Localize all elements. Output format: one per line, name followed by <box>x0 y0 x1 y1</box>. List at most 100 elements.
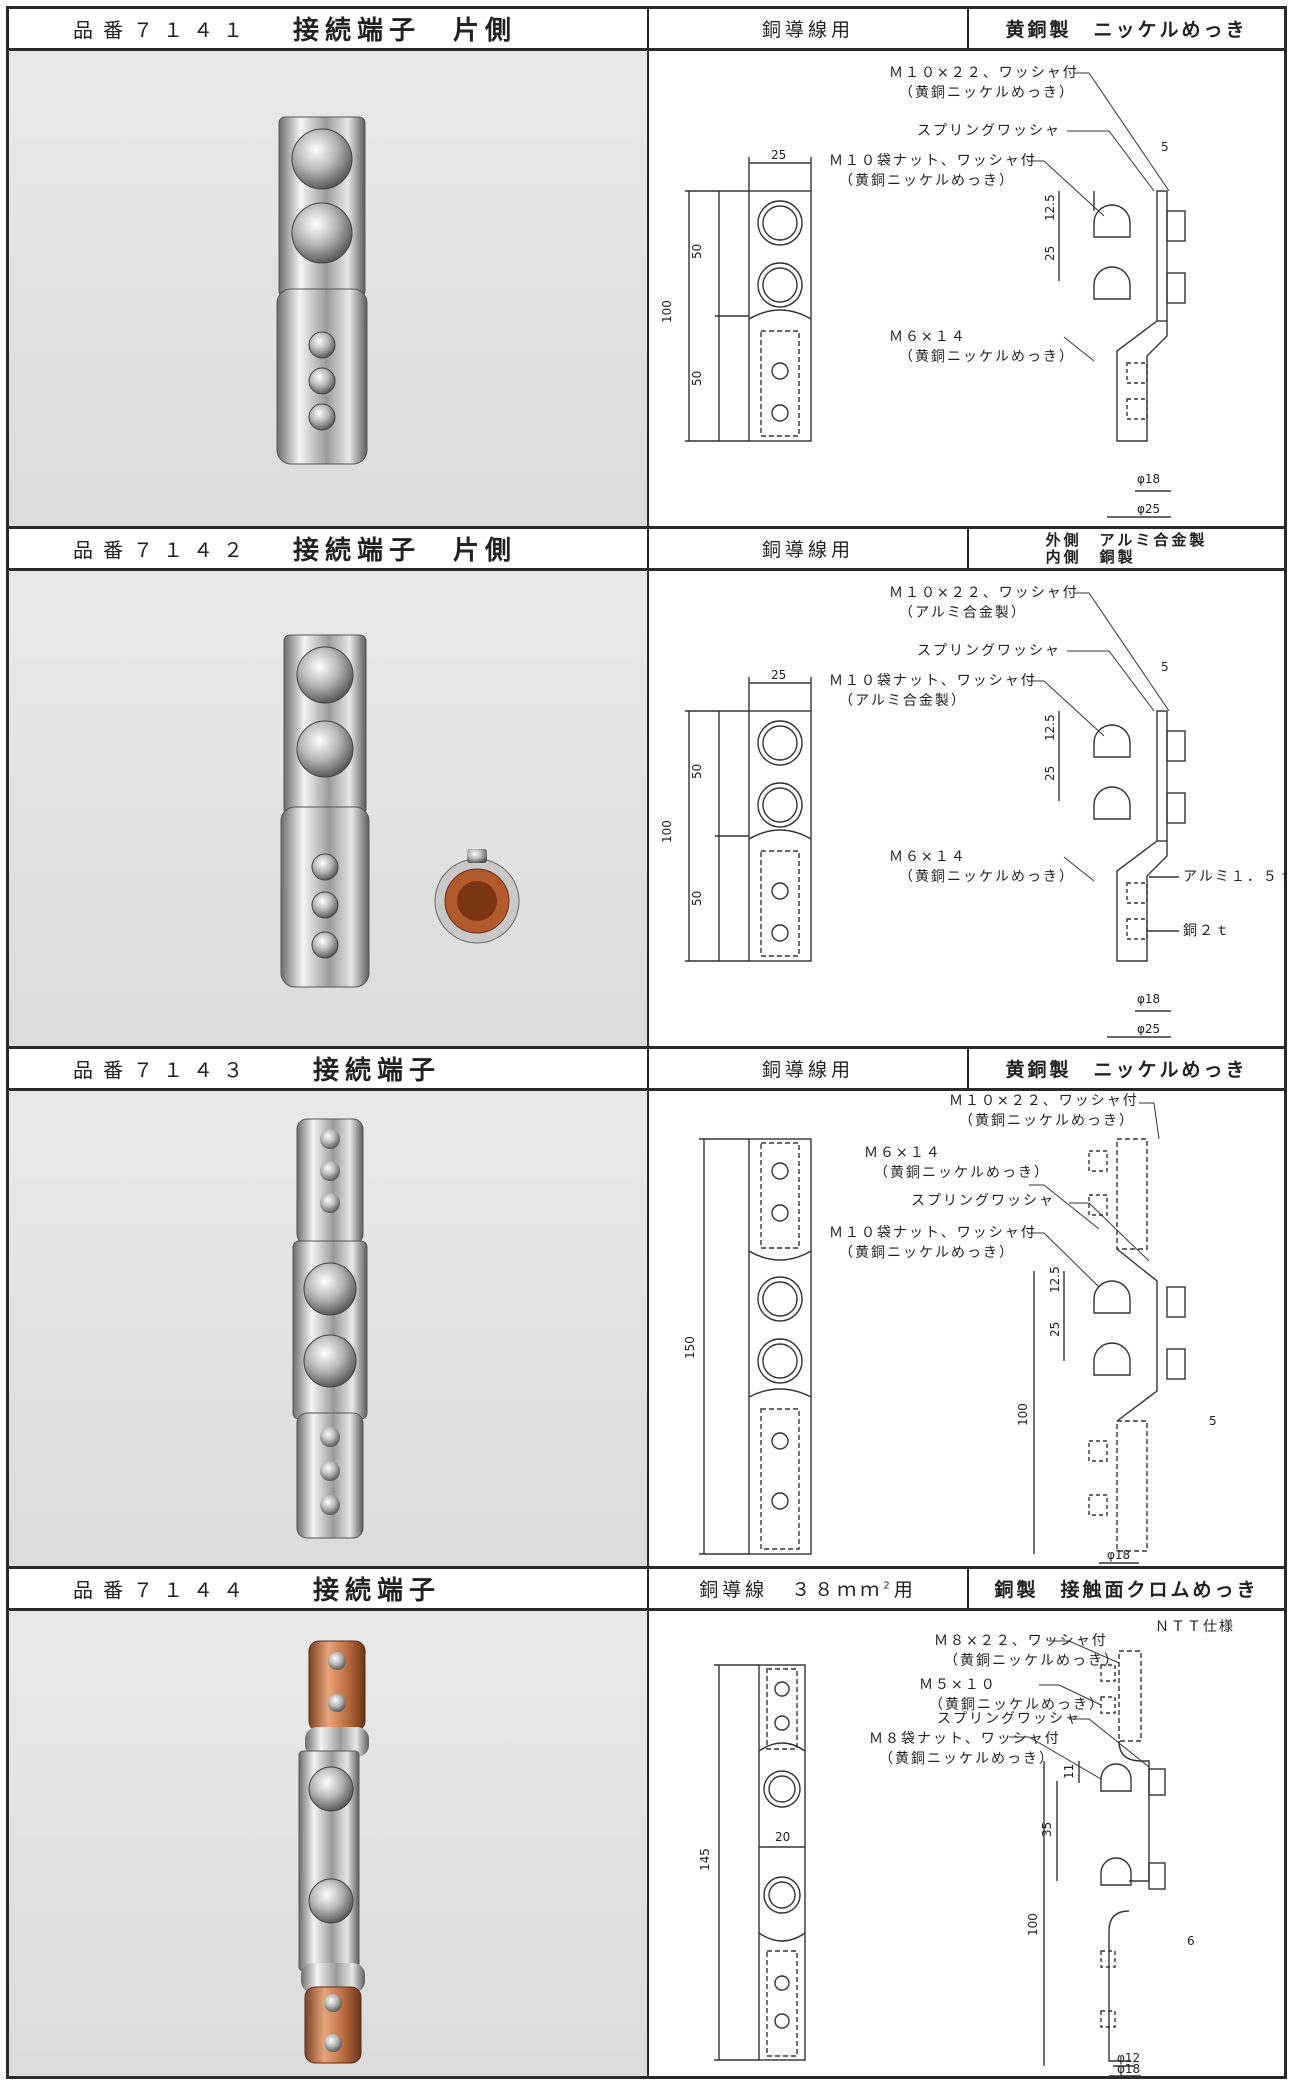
callout-screw-note: （黄銅ニッケルめっき） <box>899 348 1075 365</box>
dim-gap: 5 <box>1209 1414 1217 1428</box>
callout-nut-note: （アルミ合金製） <box>839 693 967 709</box>
dim-gap: 5 <box>1161 140 1169 154</box>
callout-bolt-note: （黄銅ニッケルめっき） <box>899 84 1075 101</box>
callout-copper: 銅２ｔ <box>1183 923 1231 939</box>
section-header: 品番７１４３ 接続端子 銅導線用 黄銅製 ニッケルめっき <box>9 1049 1284 1091</box>
technical-drawing-7141: 25 50 50 100 5 12.5 <box>649 51 1284 526</box>
dim-d1: φ12 <box>1117 2051 1140 2065</box>
part-number: 品番７１４２ <box>73 538 253 562</box>
dim-pitch1: 11 <box>1062 1764 1076 1779</box>
dim-total: 100 <box>660 820 674 843</box>
product-photo-7144 <box>9 1611 649 2076</box>
dim-d2: φ18 <box>1117 2062 1140 2076</box>
product-photo-7142 <box>9 571 649 1046</box>
dim-pitch2: 35 <box>1040 1822 1054 1837</box>
dim-total: 100 <box>660 300 674 323</box>
part-number: 品番７１４１ <box>73 18 253 42</box>
dim-h1: 50 <box>690 764 704 779</box>
callout-nut-note: （黄銅ニッケルめっき） <box>839 172 1015 189</box>
callout-nut-note: （黄銅ニッケルめっき） <box>879 1750 1055 1767</box>
callout-bolt-note: （黄銅ニッケルめっき） <box>959 1112 1135 1129</box>
callout-spring: スプリングワッシャ <box>917 643 1061 659</box>
dim-h2: 50 <box>690 891 704 906</box>
terminal-photo-illustration <box>280 634 520 988</box>
callout-bolt: Ｍ１０×２２、ワッシャ付 <box>889 585 1079 601</box>
callout-screw: Ｍ５×１０ <box>919 1677 997 1693</box>
technical-drawing-7144: 145 20 11 35 <box>649 1611 1284 2076</box>
callout-screw-note: （黄銅ニッケルめっき） <box>929 1696 1105 1713</box>
spec-sheet: 品番７１４１ 接続端子 片側 銅導線用 黄銅製 ニッケルめっき <box>6 6 1287 2079</box>
dim-inner: 100 <box>1026 1913 1040 1936</box>
part-number: 品番７１４４ <box>73 1578 253 1602</box>
section-header: 品番７１４１ 接続端子 片側 銅導線用 黄銅製 ニッケルめっき <box>9 9 1284 51</box>
dim-pitch2: 25 <box>1043 766 1057 781</box>
dim-pitch1: 12.5 <box>1043 194 1057 221</box>
material: 黄銅製 ニッケルめっき <box>1005 1059 1248 1081</box>
callout-screw: Ｍ６×１４ <box>864 1145 942 1161</box>
terminal-photo-illustration <box>298 1640 369 2064</box>
part-number: 品番７１４３ <box>73 1058 253 1082</box>
dim-d1: φ18 <box>1137 472 1160 486</box>
dim-h1: 50 <box>690 244 704 259</box>
callout-aluminium: アルミ１．５ｔ <box>1183 869 1287 885</box>
callout-screw-note: （黄銅ニッケルめっき） <box>874 1164 1050 1181</box>
product-section-7144: 品番７１４４ 接続端子 銅導線 ３８ｍｍ2用 銅製 接触面クロムめっき <box>9 1566 1284 2076</box>
callout-bolt-note: （黄銅ニッケルめっき） <box>944 1652 1120 1669</box>
callout-nut: Ｍ８袋ナット、ワッシャ付 <box>869 1731 1061 1747</box>
callout-spring: スプリングワッシャ <box>917 123 1061 139</box>
dim-width: 20 <box>775 1830 790 1844</box>
dim-width: 25 <box>771 148 786 162</box>
dim-d2: φ25 <box>1137 502 1160 516</box>
callout-screw: Ｍ６×１４ <box>889 329 967 345</box>
dim-d1: φ18 <box>1107 1548 1130 1562</box>
dim-total: 150 <box>683 1336 697 1359</box>
product-photo-7141 <box>9 51 649 526</box>
dim-pitch2: 25 <box>1048 1322 1062 1337</box>
dim-gap: 5 <box>1161 660 1169 674</box>
callout-bolt-note: （アルミ合金製） <box>899 605 1027 621</box>
technical-drawing-7143: 150 12.5 25 100 5 <box>649 1091 1284 1566</box>
dim-pitch1: 12.5 <box>1043 714 1057 741</box>
callout-bolt: Ｍ１０×２２、ワッシャ付 <box>949 1093 1139 1109</box>
material: 黄銅製 ニッケルめっき <box>1005 19 1248 41</box>
product-name: 接続端子 片側 <box>293 16 518 46</box>
usage: 銅導線 ３８ｍｍ2用 <box>699 1579 917 1601</box>
dim-total: 145 <box>698 1848 712 1871</box>
dim-width: 25 <box>771 668 786 682</box>
product-section-7143: 品番７１４３ 接続端子 銅導線用 黄銅製 ニッケルめっき <box>9 1046 1284 1566</box>
callout-nut: Ｍ１０袋ナット、ワッシャ付 <box>829 1225 1037 1241</box>
product-section-7141: 品番７１４１ 接続端子 片側 銅導線用 黄銅製 ニッケルめっき <box>9 9 1284 526</box>
callout-screw: Ｍ６×１４ <box>889 849 967 865</box>
callout-spring: スプリングワッシャ <box>937 1711 1081 1727</box>
dim-d1: φ18 <box>1137 992 1160 1006</box>
terminal-photo-illustration <box>276 116 368 465</box>
dim-h2: 50 <box>690 371 704 386</box>
product-name: 接続端子 <box>313 1056 442 1086</box>
dim-pitch1: 12.5 <box>1048 1266 1062 1293</box>
callout-nut-note: （黄銅ニッケルめっき） <box>839 1244 1015 1261</box>
callout-nut: Ｍ１０袋ナット、ワッシャ付 <box>829 673 1037 689</box>
dim-pitch2: 25 <box>1043 246 1057 261</box>
dim-d2: φ25 <box>1137 1022 1160 1036</box>
product-section-7142: 品番７１４２ 接続端子 片側 銅導線用 外側 アルミ合金製 内側 銅製 <box>9 526 1287 1046</box>
dim-inner: 100 <box>1016 1403 1030 1426</box>
terminal-photo-illustration <box>292 1118 368 1539</box>
technical-drawing-7142: 25 50 50 100 5 12.5 <box>649 571 1287 1046</box>
usage: 銅導線用 <box>761 1059 854 1081</box>
callout-ntt-spec: ＮＴＴ仕様 <box>1155 1619 1235 1635</box>
product-name: 接続端子 片側 <box>293 536 518 566</box>
callout-bolt: Ｍ８×２２、ワッシャ付 <box>934 1633 1108 1649</box>
usage: 銅導線用 <box>761 19 854 41</box>
dim-gap: 6 <box>1187 1934 1195 1948</box>
callout-screw-note: （黄銅ニッケルめっき） <box>899 868 1075 885</box>
product-name: 接続端子 <box>313 1576 442 1606</box>
callout-spring: スプリングワッシャ <box>911 1193 1055 1209</box>
usage: 銅導線用 <box>761 539 854 561</box>
product-photo-7143 <box>9 1091 649 1566</box>
material: 外側 アルミ合金製 内側 銅製 <box>1045 530 1208 566</box>
callout-bolt: Ｍ１０×２２、ワッシャ付 <box>889 65 1079 81</box>
section-header: 品番７１４２ 接続端子 片側 銅導線用 外側 アルミ合金製 内側 銅製 <box>9 529 1284 571</box>
section-header: 品番７１４４ 接続端子 銅導線 ３８ｍｍ2用 銅製 接触面クロムめっき <box>9 1569 1284 1611</box>
callout-nut: Ｍ１０袋ナット、ワッシャ付 <box>829 153 1037 169</box>
material: 銅製 接触面クロムめっき <box>994 1579 1259 1601</box>
